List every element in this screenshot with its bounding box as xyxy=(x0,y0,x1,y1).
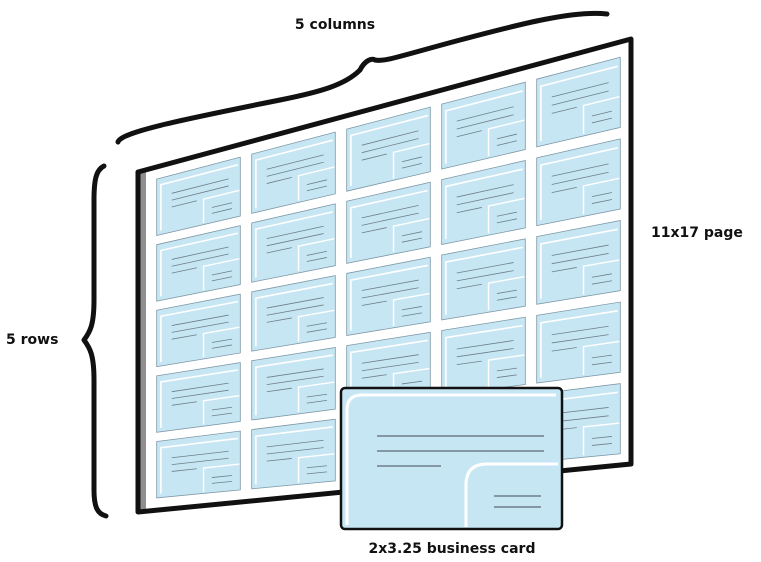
card-cell xyxy=(251,203,336,283)
card-cell xyxy=(346,181,431,264)
rows-label: 5 rows xyxy=(6,332,58,348)
card-cell xyxy=(536,301,621,384)
card-cell xyxy=(156,156,241,236)
business-card-detail xyxy=(339,386,564,531)
card-cell xyxy=(156,293,241,368)
card-cell xyxy=(536,138,621,227)
page-size-label: 11x17 page xyxy=(651,225,743,241)
card-cell xyxy=(346,106,431,192)
sheet-outline xyxy=(135,36,634,515)
card-cell xyxy=(346,256,431,336)
card-cell xyxy=(156,225,241,302)
card-cell xyxy=(156,430,241,499)
card-cell xyxy=(156,362,241,433)
card-cell xyxy=(441,238,526,321)
card-body xyxy=(339,386,564,531)
columns-brace xyxy=(115,10,610,145)
card-cell xyxy=(251,131,336,214)
card-cell xyxy=(251,346,336,421)
columns-label: 5 columns xyxy=(295,17,375,33)
card-corner-panel xyxy=(464,462,558,527)
card-inner-border xyxy=(345,393,556,525)
card-size-label: 2x3.25 business card xyxy=(369,541,536,557)
card-cell xyxy=(536,56,621,148)
card-cell xyxy=(441,160,526,245)
card-cell xyxy=(251,418,336,490)
rows-brace xyxy=(81,163,109,519)
card-cell xyxy=(441,316,526,396)
card-cell xyxy=(536,219,621,305)
card-cell xyxy=(441,81,526,170)
card-cell xyxy=(251,275,336,352)
